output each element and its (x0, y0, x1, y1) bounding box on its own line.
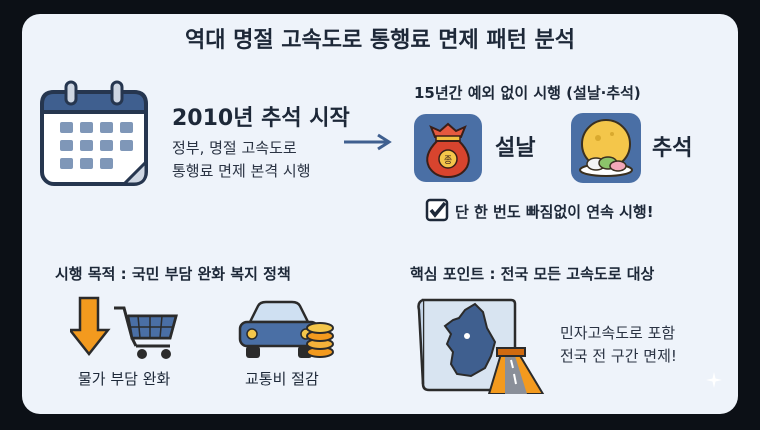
right-arrow-icon (344, 133, 392, 151)
start-line-2: 통행료 면제 본격 시행 (172, 162, 311, 180)
chuseok-label: 추석 (652, 136, 693, 161)
car-coins-icon (238, 300, 334, 358)
seollal-label: 설날 (495, 136, 536, 161)
purpose-item-1: 물가 부담 완화 (78, 370, 171, 388)
purpose-item-2: 교통비 절감 (245, 370, 319, 388)
calendar-icon (40, 80, 148, 186)
lucky-pouch-icon: 종 (414, 114, 482, 182)
price-down-cart-icon (70, 296, 178, 359)
start-line-1: 정부, 명절 고속도로 (172, 139, 297, 157)
sparkle-icon (706, 372, 722, 388)
keypoint-heading: 핵심 포인트 : 전국 모든 고속도로 대상 (410, 265, 655, 283)
checkbox-icon (425, 198, 449, 222)
purpose-heading: 시행 목적 : 국민 부담 완화 복지 정책 (55, 265, 291, 283)
history-heading: 15년간 예외 없이 시행 (설날·추석) (414, 84, 641, 102)
keypoint-line-1: 민자고속도로 포함 (560, 324, 676, 342)
start-heading: 2010년 추석 시작 (172, 106, 350, 131)
pouch-glyph: 종 (444, 155, 452, 166)
korea-map-highway-icon (417, 298, 545, 394)
page-title: 역대 명절 고속도로 통행료 면제 패턴 분석 (184, 28, 576, 53)
full-moon-songpyeon-icon (571, 113, 641, 183)
check-text: 단 한 번도 빠짐없이 연속 시행! (455, 203, 654, 221)
keypoint-line-2: 전국 전 구간 면제! (560, 347, 677, 365)
